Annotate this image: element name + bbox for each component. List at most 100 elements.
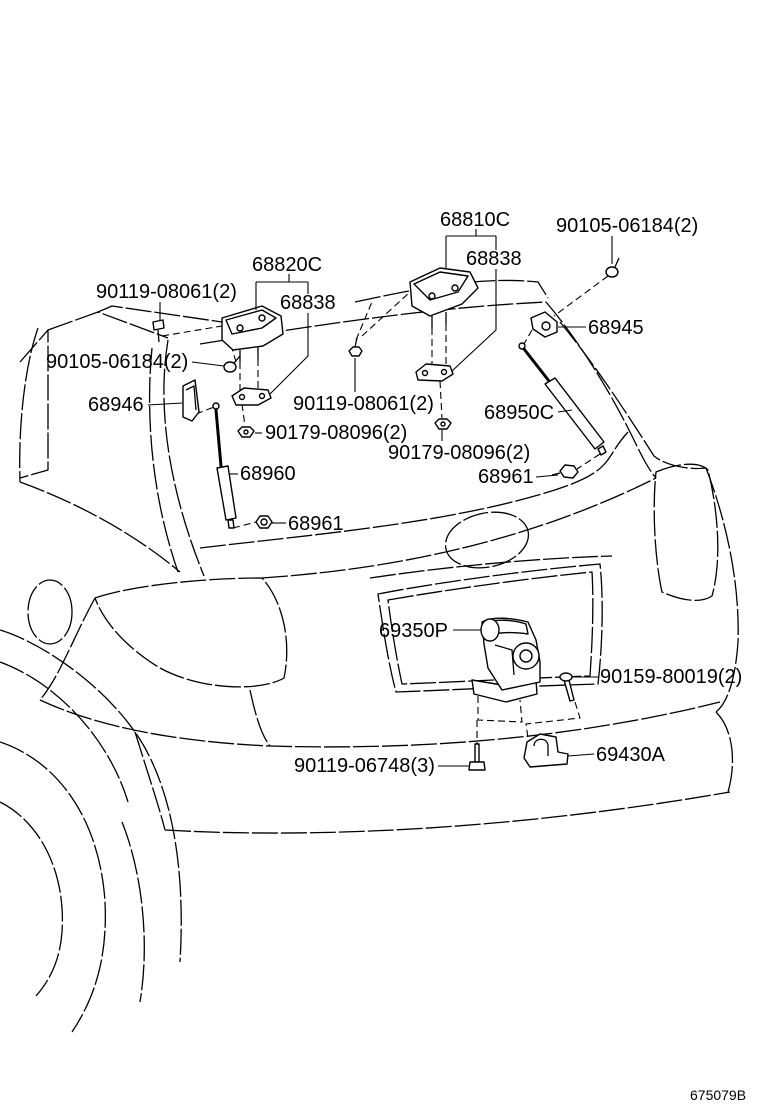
leader-left-bracket	[147, 402, 183, 406]
stay-cylinder	[216, 465, 237, 521]
leader-upper-left-hinge	[255, 274, 309, 310]
left-lower-body	[39, 597, 96, 701]
left-hinge-hole	[236, 324, 244, 332]
assembly-line	[525, 701, 581, 739]
left-ball-stud	[255, 515, 273, 529]
right-plate-hole	[421, 369, 429, 377]
upper-left-bolt	[152, 319, 165, 343]
bumper-right-end	[715, 711, 734, 793]
rear-window-lower-edge	[199, 431, 629, 549]
figure-code: 675079B	[690, 1087, 746, 1103]
tire-inner	[0, 801, 64, 997]
right-hinge-hole	[428, 292, 436, 300]
right-hinge-top-face	[413, 271, 469, 301]
upper-right-bolt	[605, 257, 620, 278]
bracket-hole	[541, 321, 551, 331]
bumper-left-lower	[134, 731, 166, 831]
callout-right-ball-stud: 68961	[478, 466, 534, 488]
bolt-head	[605, 266, 619, 278]
tire-outer	[0, 741, 107, 1033]
roof-edge-upper	[97, 305, 223, 323]
stay-end	[227, 519, 235, 529]
right-hinge-hole	[451, 284, 459, 292]
middle-nut	[434, 418, 452, 430]
rear-emblem	[444, 511, 530, 569]
callout-lock-bolt: 90119-06748(3)	[294, 755, 435, 777]
left-plate-hole	[258, 392, 266, 400]
callout-left-bolt: 90105-06184(2)	[46, 351, 188, 373]
callout-upper-right-bolt: 90105-06184(2)	[556, 215, 698, 237]
back-door-lower-edge	[261, 477, 657, 579]
stay-rod	[522, 347, 551, 383]
right-hinge-studs	[431, 312, 447, 328]
nut-hole	[243, 429, 249, 435]
ball-stud-hex	[559, 464, 579, 479]
bolt-head	[348, 346, 363, 357]
leader-right-ball-stud	[535, 474, 559, 478]
rocker-line	[121, 821, 145, 1003]
bracket-edge	[185, 384, 197, 411]
left-nut	[237, 426, 255, 438]
leader-upper-right-plate	[451, 269, 497, 372]
assembly-line	[241, 403, 246, 427]
lock-detail	[494, 644, 515, 676]
leader-upper-left-plate	[269, 313, 309, 395]
callout-right-stay: 68950C	[484, 402, 554, 424]
striker-loop	[533, 738, 549, 756]
lock-latch-inner	[519, 649, 533, 663]
callout-upper-left-plate: 68838	[280, 292, 336, 314]
panel-left-lower	[249, 689, 271, 747]
leader-right-stay	[557, 409, 573, 413]
assembly-line	[431, 324, 447, 366]
striker-base	[523, 733, 569, 768]
callout-left-bracket: 68946	[88, 394, 144, 416]
right-stay	[518, 342, 607, 456]
callout-upper-right-plate: 68838	[466, 248, 522, 270]
bolt-head	[152, 319, 165, 331]
stay-eye	[518, 342, 526, 350]
assembly-line	[239, 359, 259, 392]
lock-screw	[559, 672, 575, 702]
callout-left-ball-stud: 68961	[288, 513, 344, 535]
bumper-lower-edge	[164, 791, 731, 834]
door-lock	[471, 617, 541, 703]
callout-upper-right-hinge: 68810C	[440, 209, 510, 231]
bolt-shank	[157, 329, 160, 343]
d-pillar	[559, 321, 707, 470]
assembly-line	[523, 329, 533, 345]
nut-hole	[440, 421, 446, 427]
callout-upper-left-bolt: 90119-08061(2)	[96, 281, 237, 303]
ball-stud-shaft	[551, 472, 561, 476]
back-door-left-edge	[163, 339, 205, 577]
lock-cylinder	[480, 618, 500, 642]
back-door-right-edge	[545, 301, 657, 479]
stay-cylinder	[544, 377, 605, 450]
left-hinge-plate	[231, 387, 272, 406]
bolt-shank	[233, 355, 241, 364]
bumper-upper-edge	[39, 699, 721, 748]
right-ball-stud	[551, 464, 579, 479]
screw-head	[559, 672, 573, 682]
callout-lock-screw: 90159-80019(2)	[600, 666, 742, 688]
assembly-line	[576, 453, 601, 470]
left-plate-hole	[238, 393, 246, 401]
stay-eye	[212, 402, 220, 410]
callout-middle-nut: 90179-08096(2)	[388, 442, 530, 464]
leader-upper-right-hinge	[445, 229, 497, 268]
assembly-line	[553, 275, 609, 317]
assembly-line	[232, 521, 257, 529]
callout-labels: 68810C 90105-06184(2) 68838 68820C 90119…	[46, 209, 742, 777]
license-plate-recess-inner	[387, 571, 594, 685]
bolt-shank	[614, 257, 620, 268]
callout-left-stay: 68960	[240, 463, 296, 485]
assembly-line	[477, 696, 523, 723]
left-plate-body	[231, 387, 272, 406]
callout-upper-left-hinge: 68820C	[252, 254, 322, 276]
left-hinge	[221, 305, 284, 362]
ball-stud-center	[260, 518, 268, 526]
callout-lock: 69350P	[379, 620, 448, 642]
leader-striker	[567, 753, 595, 757]
right-quarter-panel	[705, 467, 739, 713]
assembly-line	[355, 301, 373, 341]
license-plate-recess	[377, 563, 603, 693]
